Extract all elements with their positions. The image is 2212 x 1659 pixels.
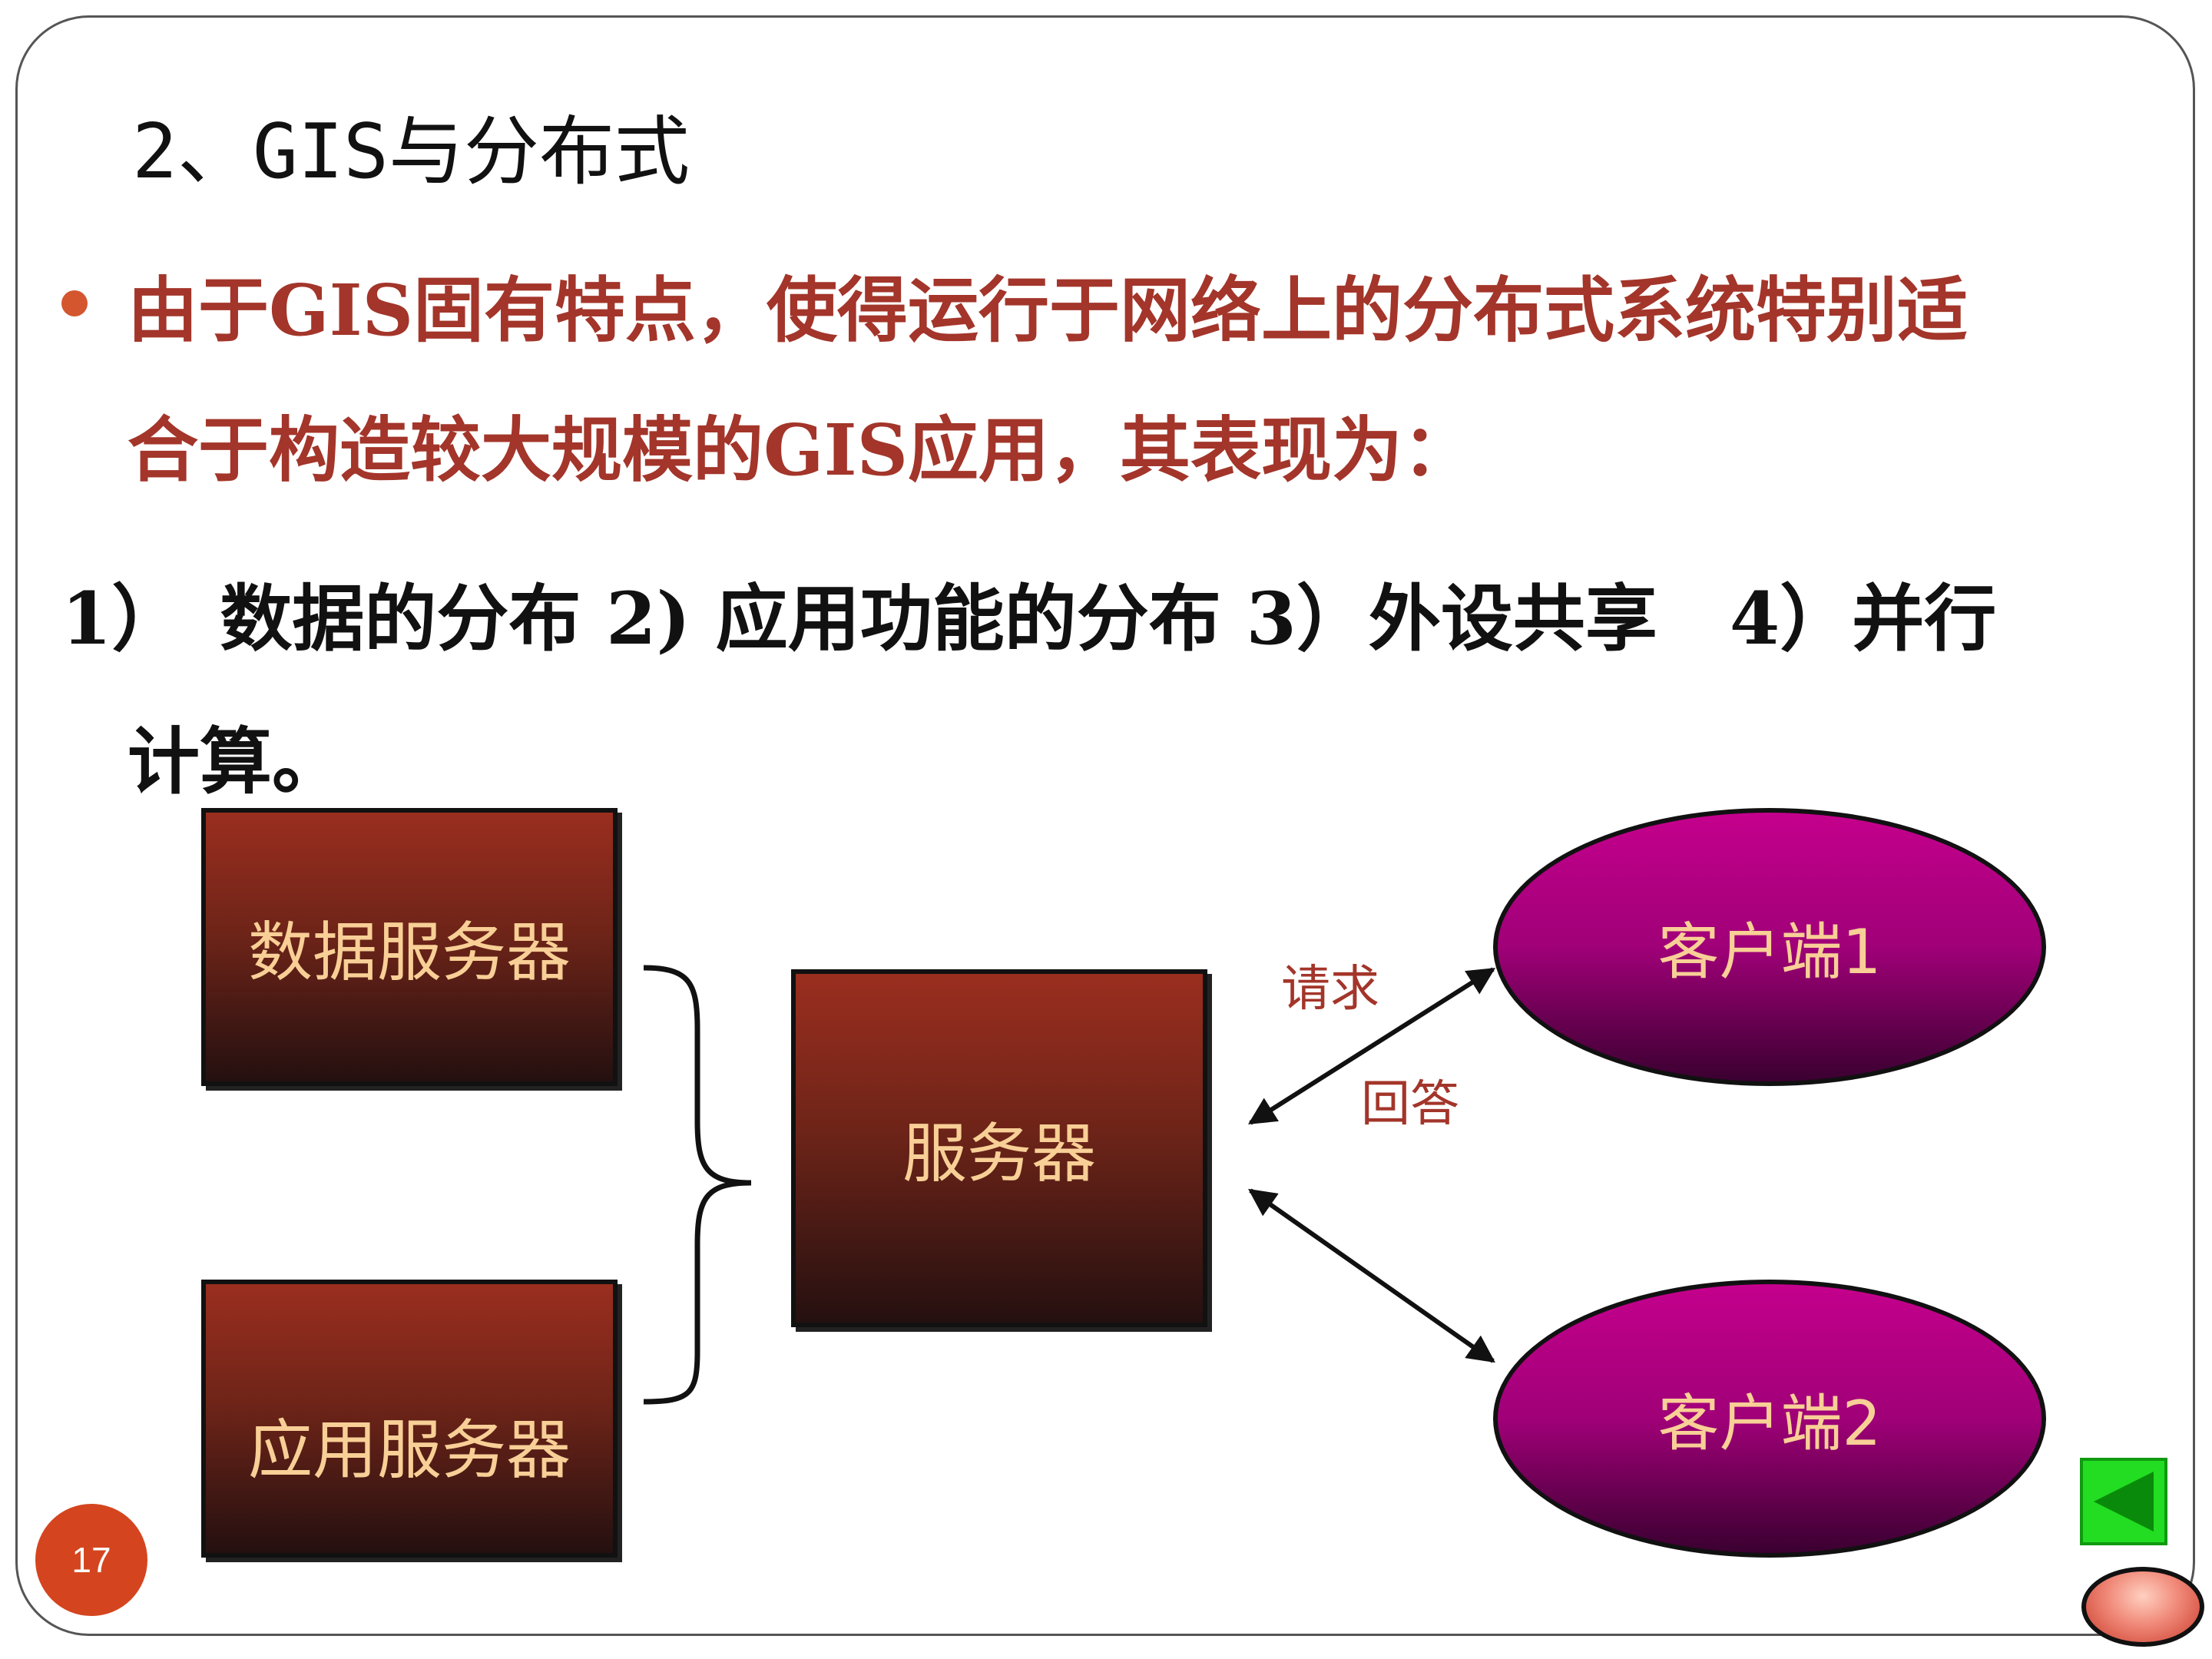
bullet-line-1: 由于GIS固有特点，使得运行于网络上的分布式系统特别适 — [127, 269, 1969, 352]
server-label: 服务器 — [902, 1115, 1096, 1191]
slide-title: 2、GIS与分布式 — [132, 108, 690, 196]
client2-label: 客户端2 — [1657, 1388, 1882, 1459]
page-number-badge: 17 — [35, 1504, 147, 1616]
items-line-2: 计算。 — [127, 720, 345, 804]
back-button[interactable] — [2080, 1458, 2167, 1545]
slide-frame — [15, 15, 2195, 1636]
app-server-label: 应用服务器 — [247, 1412, 571, 1488]
items-line-1: 1） 数据的分布 2) 应用功能的分布 3）外设共享 4）并行 — [61, 577, 1997, 661]
arrow-server-client2 — [1248, 1188, 1495, 1363]
client1-ellipse: 客户端1 — [1493, 808, 2046, 1086]
app-server-box: 应用服务器 — [201, 1280, 618, 1558]
client2-ellipse: 客户端2 — [1493, 1280, 2046, 1558]
oval-return-button[interactable] — [2081, 1567, 2204, 1647]
answer-label: 回答 — [1361, 1076, 1459, 1133]
bullet-line-2: 合于构造较大规模的GIS应用，其表现为： — [127, 409, 1474, 492]
back-arrow-icon — [2094, 1472, 2154, 1532]
client1-label: 客户端1 — [1657, 916, 1882, 988]
data-server-label: 数据服务器 — [247, 914, 571, 990]
server-box: 服务器 — [791, 969, 1207, 1327]
page-number: 17 — [71, 1540, 111, 1580]
data-server-box: 数据服务器 — [201, 808, 618, 1086]
arrow-server-client1 — [1247, 967, 1496, 1125]
bullet-dot-icon — [61, 290, 88, 316]
brace-connector — [643, 965, 752, 1405]
request-label: 请求 — [1281, 961, 1379, 1018]
